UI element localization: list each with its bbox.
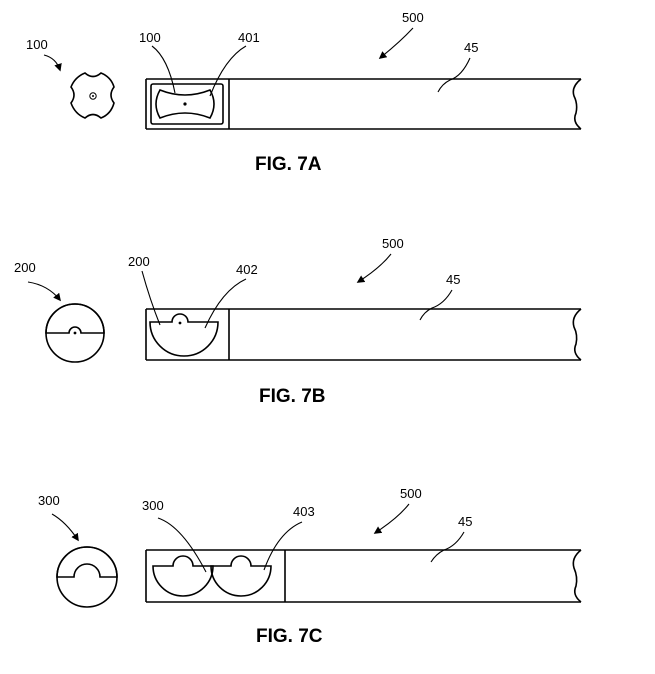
label-200-standalone: 200	[14, 260, 36, 275]
label-200-inserted: 200	[128, 254, 150, 269]
label-403: 403	[293, 504, 315, 519]
label-45-7b: 45	[446, 272, 460, 287]
label-45-7a: 45	[464, 40, 478, 55]
leader-line-403	[263, 521, 303, 571]
label-100-standalone: 100	[26, 37, 48, 52]
leader-arrow-500-7b	[356, 253, 392, 283]
label-300-inserted: 300	[142, 498, 164, 513]
leader-arrow-500-7c	[373, 503, 410, 534]
figure-7c: 300 300 403 500 45 FIG. 7C	[38, 486, 582, 647]
component-100-standalone	[70, 72, 115, 119]
label-500-7a: 500	[402, 10, 424, 25]
component-200-standalone	[45, 303, 105, 363]
leader-arrow-100	[43, 54, 62, 72]
caption-fig-7a: FIG. 7A	[255, 154, 322, 175]
leader-arrow-300	[51, 513, 79, 542]
label-402: 402	[236, 262, 258, 277]
insert-402	[149, 313, 219, 357]
tube-45	[145, 549, 582, 603]
insert-403	[152, 555, 272, 597]
insert-401	[150, 83, 224, 125]
leader-line-45-7c	[430, 531, 465, 563]
tube-45	[145, 78, 582, 130]
label-401: 401	[238, 30, 260, 45]
component-300-standalone	[56, 546, 118, 608]
leader-line-100	[151, 45, 176, 94]
leader-arrow-200	[27, 281, 61, 302]
leader-line-300	[157, 517, 207, 573]
label-300-standalone: 300	[38, 493, 60, 508]
leader-arrow-500-7a	[378, 27, 414, 59]
leader-line-200	[141, 270, 161, 326]
leader-line-402	[204, 278, 247, 329]
leader-line-45-7b	[419, 289, 453, 321]
label-100-inserted: 100	[139, 30, 161, 45]
label-45-7c: 45	[458, 514, 472, 529]
label-500-7b: 500	[382, 236, 404, 251]
tube-45	[145, 308, 582, 361]
caption-fig-7b: FIG. 7B	[259, 386, 326, 407]
leader-line-401	[209, 45, 247, 97]
leader-line-45-7a	[437, 57, 471, 93]
figure-7a: 100 100 401 500 45 FIG. 7A	[26, 10, 582, 175]
caption-fig-7c: FIG. 7C	[256, 626, 323, 647]
label-500-7c: 500	[400, 486, 422, 501]
figure-7b: 200 200 402 500 45 FIG. 7B	[14, 236, 582, 407]
